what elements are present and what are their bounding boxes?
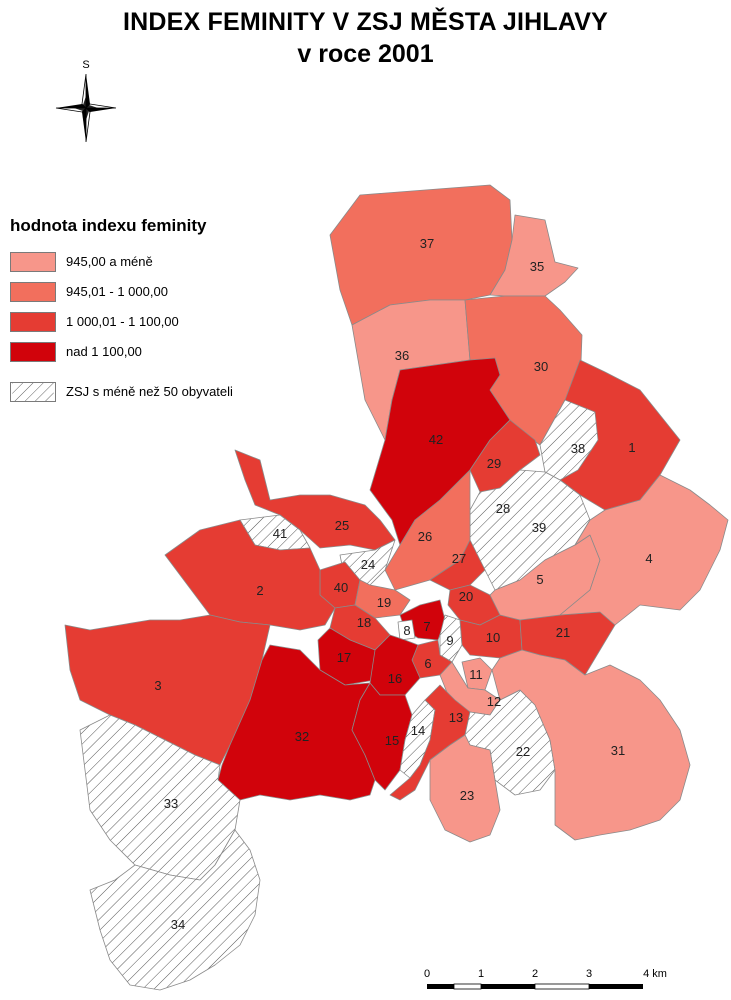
map-subtitle: v roce 2001	[297, 40, 434, 68]
unit-label: 33	[164, 796, 178, 811]
unit-label: 19	[377, 595, 391, 610]
legend-label: 945,01 - 1 000,00	[66, 284, 168, 299]
unit-label: 27	[452, 551, 466, 566]
legend-title: hodnota indexu feminity	[10, 216, 207, 235]
legend-swatch	[10, 342, 56, 362]
legend-label: ZSJ s méně než 50 obyvateli	[66, 384, 233, 399]
unit-label: 22	[516, 744, 530, 759]
compass-label: S	[82, 59, 89, 71]
unit-label: 3	[154, 678, 161, 693]
legend-swatch	[10, 312, 56, 332]
unit-label: 12	[487, 694, 501, 709]
unit-label: 30	[534, 359, 548, 374]
unit-label: 25	[335, 518, 349, 533]
unit-label: 28	[496, 501, 510, 516]
unit-label: 9	[446, 633, 453, 648]
unit-label: 1	[628, 440, 635, 455]
zsj-13[interactable]	[389, 684, 471, 801]
unit-label: 39	[532, 520, 546, 535]
unit-label: 10	[486, 630, 500, 645]
zsj-4[interactable]	[559, 474, 729, 626]
legend-label: nad 1 100,00	[66, 344, 142, 359]
zsj-11[interactable]	[461, 657, 493, 691]
unit-label: 6	[424, 656, 431, 671]
unit-label: 16	[388, 671, 402, 686]
zsj-8[interactable]	[397, 619, 416, 641]
unit-label: 8	[403, 623, 410, 638]
unit-label: 40	[334, 580, 348, 595]
unit-label: 13	[449, 710, 463, 725]
zsj-31[interactable]	[491, 649, 691, 841]
unit-label: 37	[420, 236, 434, 251]
unit-label: 31	[611, 743, 625, 758]
unit-label: 14	[411, 723, 425, 738]
unit-label: 5	[536, 572, 543, 587]
unit-label: 29	[487, 456, 501, 471]
unit-label: 35	[530, 259, 544, 274]
unit-labels: 1 2 3 4 5 6 7 8 9 10 11 12 13 14 15 16 1…	[154, 236, 652, 932]
unit-label: 21	[556, 625, 570, 640]
legend-hatch-swatch	[10, 382, 56, 402]
unit-label: 34	[171, 917, 185, 932]
north-arrow-icon: S	[55, 59, 117, 143]
unit-label: 18	[357, 615, 371, 630]
unit-label: 4	[645, 551, 652, 566]
zsj-32[interactable]	[217, 644, 376, 801]
unit-label: 2	[256, 583, 263, 598]
unit-label: 32	[295, 729, 309, 744]
legend-label: 945,00 a méně	[66, 254, 153, 269]
unit-label: 36	[395, 348, 409, 363]
map-title: INDEX FEMINITY V ZSJ MĚSTA JIHLAVY	[122, 8, 609, 36]
zsj-23[interactable]	[429, 734, 501, 843]
unit-label: 11	[469, 667, 483, 682]
unit-label: 26	[418, 529, 432, 544]
unit-label: 15	[385, 733, 399, 748]
unit-label: 17	[337, 650, 351, 665]
legend-label: 1 000,01 - 1 100,00	[66, 314, 179, 329]
unit-label: 42	[429, 432, 443, 447]
zsj-34[interactable]	[89, 829, 261, 991]
unit-label: 23	[460, 788, 474, 803]
unit-label: 41	[273, 526, 287, 541]
unit-label: 38	[571, 441, 585, 456]
legend-swatch	[10, 252, 56, 272]
legend-swatch	[10, 282, 56, 302]
unit-label: 7	[423, 619, 430, 634]
unit-label: 24	[361, 557, 375, 572]
unit-label: 20	[459, 589, 473, 604]
